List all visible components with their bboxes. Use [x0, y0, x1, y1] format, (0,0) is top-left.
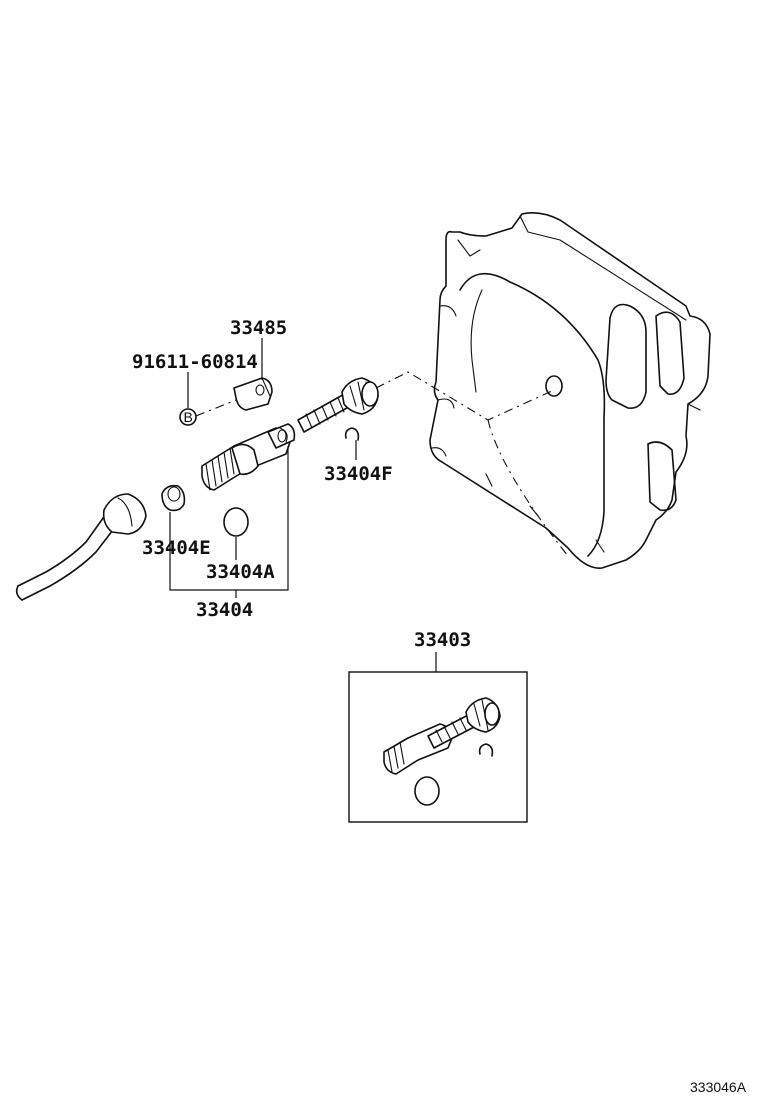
label-33404F: 33404F — [324, 463, 393, 485]
label-91611-60814: 91611-60814 — [132, 351, 258, 373]
assembly-box-33403 — [348, 671, 528, 823]
figure-id: 333046A — [690, 1079, 747, 1095]
e-clip-33404F — [344, 427, 360, 441]
o-ring-33404A — [223, 507, 249, 537]
transmission-housing — [429, 212, 711, 569]
label-33404A: 33404A — [206, 561, 275, 583]
oil-seal-33404E — [161, 484, 186, 512]
driven-gear-shaft — [297, 377, 379, 433]
label-33403: 33403 — [414, 629, 471, 651]
speedometer-cable — [15, 493, 147, 601]
label-33404: 33404 — [196, 599, 253, 621]
bolt-symbol: B — [184, 409, 193, 425]
sleeve-33404 — [201, 423, 296, 491]
label-33404E: 33404E — [142, 537, 211, 559]
alignment-lines — [195, 371, 569, 557]
label-33485: 33485 — [230, 317, 287, 339]
bolt-91611: B — [179, 408, 197, 426]
clamp-33485 — [233, 377, 273, 411]
leader-lines — [169, 338, 437, 672]
